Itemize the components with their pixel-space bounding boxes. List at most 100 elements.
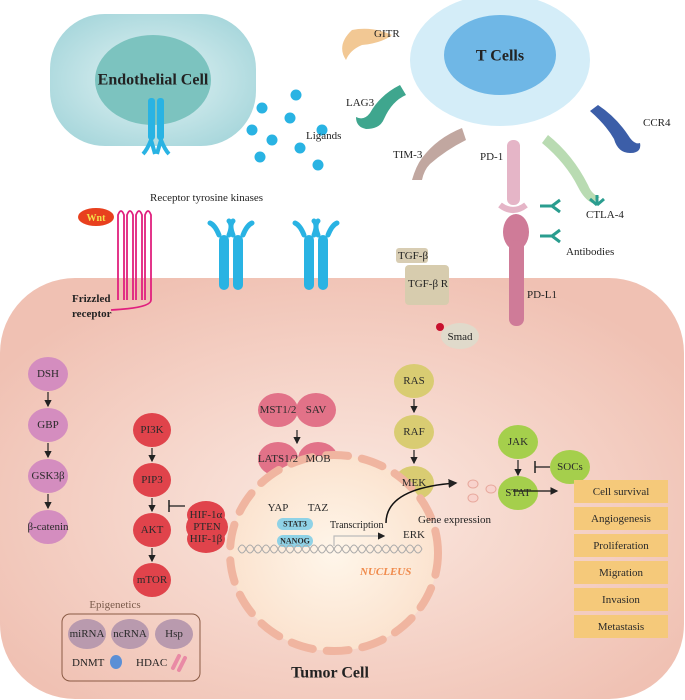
socs-node [550, 450, 590, 484]
wnt-node-label: GSK3β [31, 470, 65, 482]
outcome-label: Invasion [602, 594, 640, 606]
pi3k-node-label: AKT [141, 524, 164, 536]
pd1-label: PD-1 [480, 151, 503, 163]
wnt-node-label: β-catenin [27, 521, 69, 533]
hdac-icon [171, 654, 187, 672]
hif-node [187, 501, 225, 529]
transcription-factor [277, 535, 313, 547]
hif-node [187, 525, 225, 553]
ctla4-receptor [542, 135, 600, 203]
ligand-dot [254, 151, 266, 163]
epigenetics-box [61, 613, 201, 682]
antibodies-label: Antibodies [566, 246, 614, 258]
dna-helix [237, 547, 423, 554]
hippo-node [258, 393, 298, 427]
ligand-dot [246, 124, 258, 136]
ligands-label: Ligands [306, 130, 341, 142]
outcome-label: Metastasis [598, 621, 644, 633]
gitr-receptor [342, 28, 392, 60]
epigenetic-node [68, 619, 106, 649]
tumor-cell-title: Tumor Cell [291, 665, 369, 682]
ctla4-label: CTLA-4 [586, 209, 624, 221]
hippo-node-label: MOB [305, 453, 330, 465]
epigenetics-label: Epigenetics [89, 599, 140, 611]
hippo-node-label: SAV [306, 404, 327, 416]
mapk-node [394, 415, 434, 449]
ligand-dot [312, 159, 324, 171]
tgf-beta [396, 248, 428, 263]
lag3-receptor [356, 85, 406, 129]
phosphate-icon [436, 323, 444, 331]
outcome-box [574, 588, 668, 611]
dnmt-icon [110, 655, 122, 669]
transcription-factor-label: STAT3 [283, 520, 307, 529]
wnt-node [28, 357, 68, 391]
jak-node [498, 425, 538, 459]
outcome-box [574, 534, 668, 557]
hif-node-label: HIF-1α [190, 509, 223, 521]
wnt-label: Wnt [87, 213, 107, 224]
stat-node [498, 476, 538, 510]
ccr4-label: CCR4 [643, 117, 671, 129]
hippo-node [296, 393, 336, 427]
wnt-node-label: GBP [37, 419, 58, 431]
endothelial-cell-title: Endothelial Cell [98, 72, 209, 89]
hippo-node-label: MST1/2 [260, 404, 297, 416]
epigenetic-node-label: miRNA [70, 628, 105, 640]
hippo-node-label: YAP [268, 502, 289, 514]
jak-node-label: JAK [508, 436, 528, 448]
receptor-tyrosine-kinase-2 [292, 218, 340, 290]
tgf-beta-receptor [405, 265, 449, 305]
outcome-box [574, 480, 668, 503]
pd-l1-head [503, 214, 529, 250]
pi3k-node-label: PIP3 [141, 474, 163, 486]
protein-dot [467, 493, 479, 503]
nucleus [226, 451, 442, 655]
gitr-label: GITR [374, 28, 400, 40]
outcome-label: Migration [599, 567, 643, 579]
protein-dot [467, 479, 479, 489]
stat-node-label: STAT [505, 487, 531, 499]
ligand-dot [284, 112, 296, 124]
smad [441, 323, 479, 349]
ligand-dot [294, 142, 306, 154]
outcome-label: Angiogenesis [591, 513, 651, 525]
wnt-node [28, 510, 68, 544]
pi3k-node [133, 563, 171, 597]
epigenetic-node [111, 619, 149, 649]
tgf-beta-label: TGF-β [398, 250, 428, 262]
receptor-tyrosine-kinase-1 [207, 218, 255, 290]
pi3k-node [133, 413, 171, 447]
pd1-receptor [507, 140, 520, 205]
pi3k-node-label: PI3K [140, 424, 163, 436]
outcome-label: Proliferation [593, 540, 649, 552]
transcription-arrow [333, 532, 386, 546]
mapk-node [394, 364, 434, 398]
pi3k-node [133, 463, 171, 497]
pi3k-node [133, 513, 171, 547]
dnmt-label: DNMT [72, 657, 105, 669]
antibody-icon [589, 195, 605, 207]
wnt-node-label: DSH [37, 368, 59, 380]
hif-node-label: HIF-1β [190, 533, 223, 545]
epigenetic-node-label: Hsp [165, 628, 183, 640]
ligand-dot [290, 89, 302, 101]
socs-node-label: SOCs [557, 461, 583, 473]
receptor-tyrosine-kinases-label: Receptor tyrosine kinases [150, 192, 263, 204]
gene-expression-arrow [385, 479, 458, 524]
pd1-head [498, 202, 528, 213]
outcome-box [574, 507, 668, 530]
endothelial-receptor [141, 98, 171, 156]
pd-l1-receptor [509, 240, 524, 326]
t-cell: T Cells [410, 0, 590, 126]
outcome-label: Cell survival [593, 486, 650, 498]
mapk-node-label: ERK [403, 529, 425, 541]
epigenetic-node [155, 619, 193, 649]
smad-label: Smad [447, 331, 473, 343]
shape-layer [28, 28, 668, 682]
antibody-icon [540, 228, 561, 244]
frizzled-label-2: receptor [72, 308, 112, 320]
